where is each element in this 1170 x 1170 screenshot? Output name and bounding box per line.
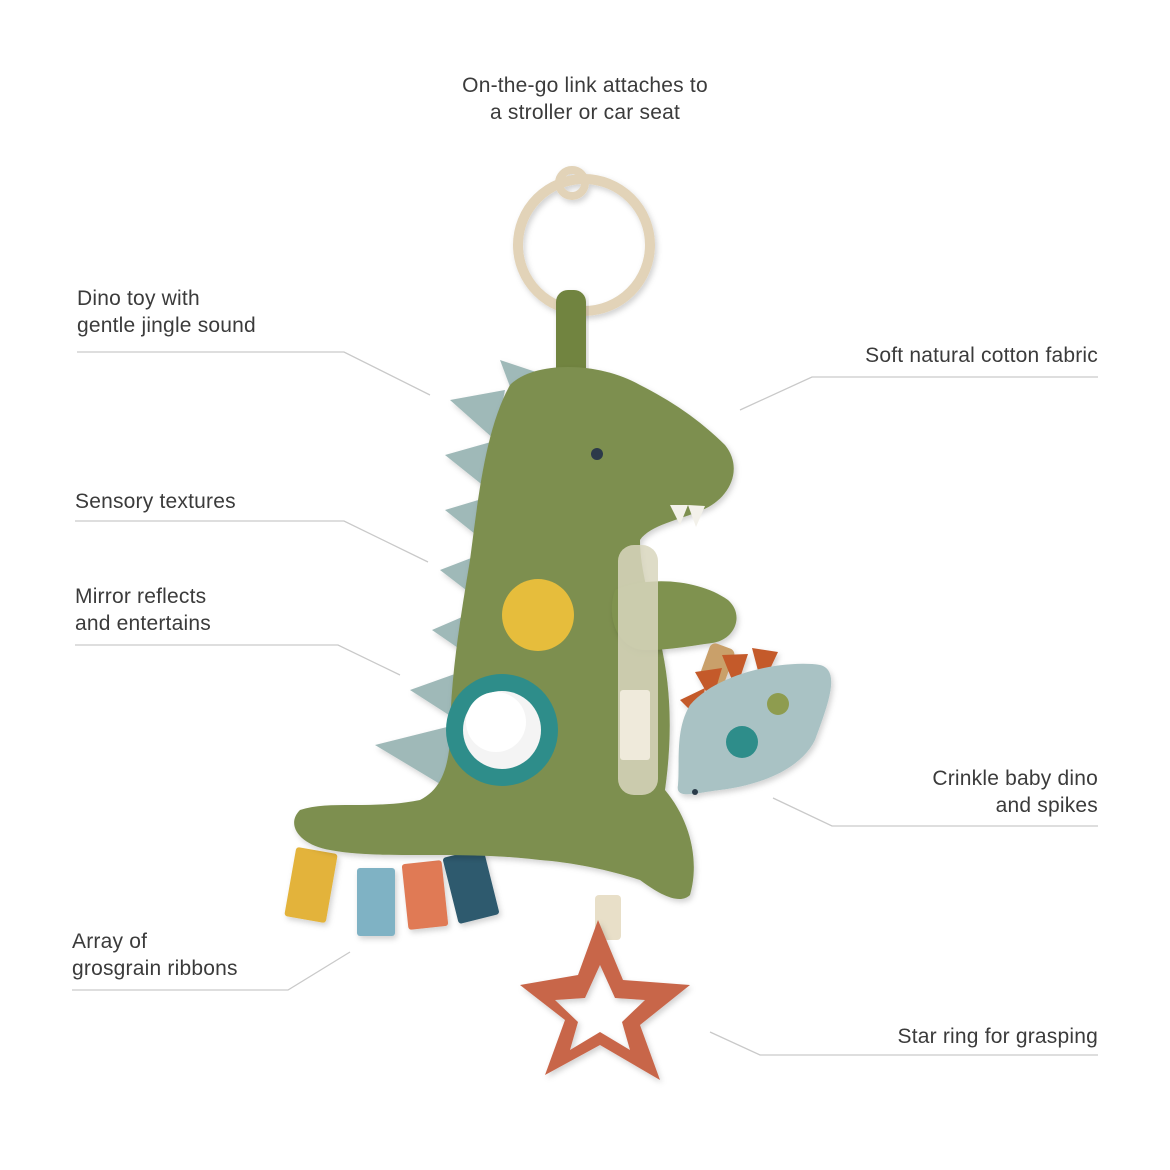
callout-dino-toy-line1: Dino toy with <box>77 287 200 310</box>
mirror <box>446 674 558 786</box>
callout-dino-toy-line2: gentle jingle sound <box>77 314 256 337</box>
callout-link-line2: a stroller or car seat <box>490 101 680 124</box>
callout-fabric: Soft natural cotton fabric <box>760 342 1098 369</box>
yellow-patch <box>502 579 574 651</box>
leader-line-mirror <box>75 644 401 676</box>
callout-dino-toy: Dino toy with gentle jingle sound <box>77 285 256 339</box>
callout-crinkle: Crinkle baby dino and spikes <box>800 765 1098 819</box>
link-ring <box>513 166 655 316</box>
baby-dino <box>677 643 832 795</box>
leader-line-dino-toy <box>77 351 431 396</box>
callout-ribbons: Array of grosgrain ribbons <box>72 928 238 982</box>
callout-link: On-the-go link attaches to a stroller or… <box>405 72 765 126</box>
callout-mirror-line2: and entertains <box>75 612 211 635</box>
callout-link-line1: On-the-go link attaches to <box>462 74 708 97</box>
callout-crinkle-line2: and spikes <box>995 794 1098 817</box>
ribbons <box>284 847 499 936</box>
leader-line-ribbons <box>72 951 351 991</box>
leader-line-fabric <box>739 376 1098 411</box>
hanging-tab <box>556 290 586 380</box>
callout-ribbons-line1: Array of <box>72 930 148 953</box>
callout-crinkle-line1: Crinkle baby dino <box>932 767 1098 790</box>
dino-tooth <box>670 505 688 525</box>
dino-tooth <box>688 505 705 527</box>
callout-mirror: Mirror reflects and entertains <box>75 583 211 637</box>
callout-star-line1: Star ring for grasping <box>897 1025 1098 1048</box>
star-ring <box>520 920 690 1080</box>
leader-line-crinkle <box>772 797 1098 827</box>
callout-star: Star ring for grasping <box>780 1023 1098 1050</box>
leader-line-star <box>709 1031 1098 1056</box>
callout-mirror-line1: Mirror reflects <box>75 585 207 608</box>
brand-tag <box>620 690 650 760</box>
leader-line-textures <box>75 520 429 563</box>
callout-textures-line1: Sensory textures <box>75 490 236 513</box>
callout-textures: Sensory textures <box>75 488 236 515</box>
callout-fabric-line1: Soft natural cotton fabric <box>865 344 1098 367</box>
callout-ribbons-line2: grosgrain ribbons <box>72 957 238 980</box>
dino-eye <box>591 448 603 460</box>
